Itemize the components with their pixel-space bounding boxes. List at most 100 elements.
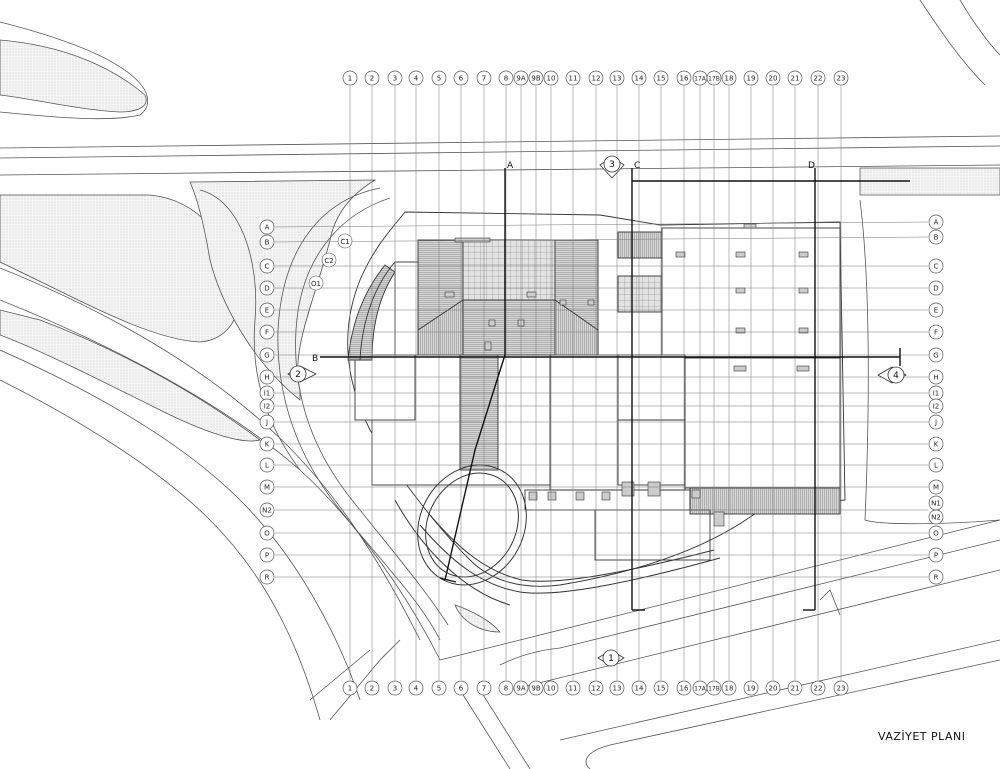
svg-text:23: 23	[837, 685, 846, 693]
svg-text:H: H	[933, 374, 938, 382]
south-road-3	[499, 539, 1000, 666]
svg-text:17B: 17B	[708, 76, 720, 83]
grid-bubble-top-17B: 17B	[706, 70, 722, 86]
svg-text:22: 22	[814, 75, 823, 83]
grid-bubble-bottom-4: 4	[408, 680, 424, 696]
curve-label-c1: C1	[337, 233, 353, 249]
road-top-right	[919, 0, 986, 86]
grid-bubble-top-3: 3	[387, 70, 403, 86]
grid-bubble-bottom-12: 12	[588, 680, 604, 696]
svg-text:K: K	[265, 441, 270, 449]
north-canopy	[617, 231, 663, 259]
svg-text:C: C	[934, 263, 939, 271]
grid-bubble-right-I2: I2	[928, 398, 944, 414]
grid-bubble-bottom-7: 7	[476, 680, 492, 696]
highway-north-edge-2	[0, 145, 1000, 159]
svg-text:2: 2	[370, 685, 374, 693]
central-block	[549, 354, 686, 491]
svg-text:G: G	[933, 352, 938, 360]
svg-text:4: 4	[414, 75, 419, 83]
svg-text:E: E	[265, 307, 269, 315]
grid-bubble-top-18: 18	[721, 70, 737, 86]
grid-bubble-bottom-1: 1	[342, 680, 358, 696]
entry-ramp-2	[479, 689, 531, 769]
structural-grid-lines	[274, 86, 929, 680]
grid-bubble-bottom-9A: 9A	[513, 680, 529, 696]
svg-text:1: 1	[348, 75, 352, 83]
svg-text:17A: 17A	[694, 686, 707, 693]
roof-grid-block	[462, 239, 556, 301]
grid-bubble-top-2: 2	[364, 70, 380, 86]
grid-bubble-left-E: E	[259, 302, 275, 318]
svg-text:20: 20	[769, 75, 778, 83]
svg-text:C: C	[265, 263, 270, 271]
ring-road-inner	[295, 197, 449, 626]
grid-bubble-right-L: L	[928, 457, 944, 473]
section-marker-1-label: 1	[608, 654, 614, 664]
grid-bubble-left-P: P	[259, 547, 275, 563]
svg-text:23: 23	[837, 75, 846, 83]
grid-bubble-top-6: 6	[453, 70, 469, 86]
svg-text:10: 10	[547, 75, 556, 83]
grid-bubble-left-K: K	[259, 436, 275, 452]
svg-text:C2: C2	[324, 257, 333, 265]
svg-text:1: 1	[348, 685, 352, 693]
building-footprint	[347, 211, 846, 587]
lower-left-road-2	[309, 649, 371, 701]
grid-bubble-right-A: A	[928, 214, 944, 230]
svg-text:10: 10	[547, 685, 556, 693]
grid-bubble-right-G: G	[928, 347, 944, 363]
grid-bubble-bottom-5: 5	[431, 680, 447, 696]
highway-north-edge-3	[0, 164, 1000, 176]
svg-text:4: 4	[414, 685, 419, 693]
grid-bubble-bottom-22: 22	[810, 680, 826, 696]
grid-bubble-top-14: 14	[631, 70, 647, 86]
svg-text:A: A	[934, 219, 939, 227]
grid-bubble-bottom-11: 11	[565, 680, 581, 696]
grid-bubble-bottom-17B: 17B	[706, 680, 722, 696]
section-marker-1: 1	[597, 649, 625, 667]
road-left-4	[0, 379, 321, 721]
grid-bubble-left-G: G	[259, 347, 275, 363]
svg-text:8: 8	[504, 75, 508, 83]
svg-text:13: 13	[613, 685, 622, 693]
svg-text:J: J	[934, 419, 937, 427]
south-road-5	[585, 659, 1000, 769]
svg-text:J: J	[265, 419, 268, 427]
road-top-right-2	[959, 0, 1000, 56]
svg-text:P: P	[265, 552, 269, 560]
grid-bubble-right-N2: N2	[928, 509, 944, 525]
grid-bubble-top-9B: 9B	[528, 70, 544, 86]
svg-text:L: L	[265, 462, 269, 470]
svg-text:R: R	[265, 574, 270, 582]
grid-bubble-bottom-16: 16	[676, 680, 692, 696]
grid-bubble-top-12: 12	[588, 70, 604, 86]
section-letter-d: D	[808, 161, 815, 171]
grid-bubble-top-19: 19	[743, 70, 759, 86]
highway-north-edge-1	[0, 135, 1000, 149]
island	[454, 604, 501, 633]
curved-promenade-inner	[429, 514, 715, 582]
grid-bubble-bottom-19: 19	[743, 680, 759, 696]
svg-text:9B: 9B	[531, 685, 540, 693]
grid-bubble-top-11: 11	[565, 70, 581, 86]
svg-text:2: 2	[370, 75, 374, 83]
section-line-tick-4	[439, 577, 457, 583]
west-entrance-block	[394, 261, 419, 356]
grid-bubble-right-R: R	[928, 569, 944, 585]
lower-left-road	[329, 639, 401, 721]
svg-text:D: D	[933, 285, 938, 293]
grid-bubble-right-M: M	[928, 479, 944, 495]
grid-bubble-top-22: 22	[810, 70, 826, 86]
ring-road-outer	[277, 187, 441, 641]
grid-bubble-bottom-9B: 9B	[528, 680, 544, 696]
svg-text:H: H	[264, 374, 269, 382]
svg-text:3: 3	[393, 75, 397, 83]
svg-text:8: 8	[504, 685, 508, 693]
grid-bubble-left-O: O	[259, 525, 275, 541]
section-markers: 1 2 3 4	[287, 155, 907, 667]
svg-text:6: 6	[459, 685, 464, 693]
grid-bubble-right-K: K	[928, 436, 944, 452]
